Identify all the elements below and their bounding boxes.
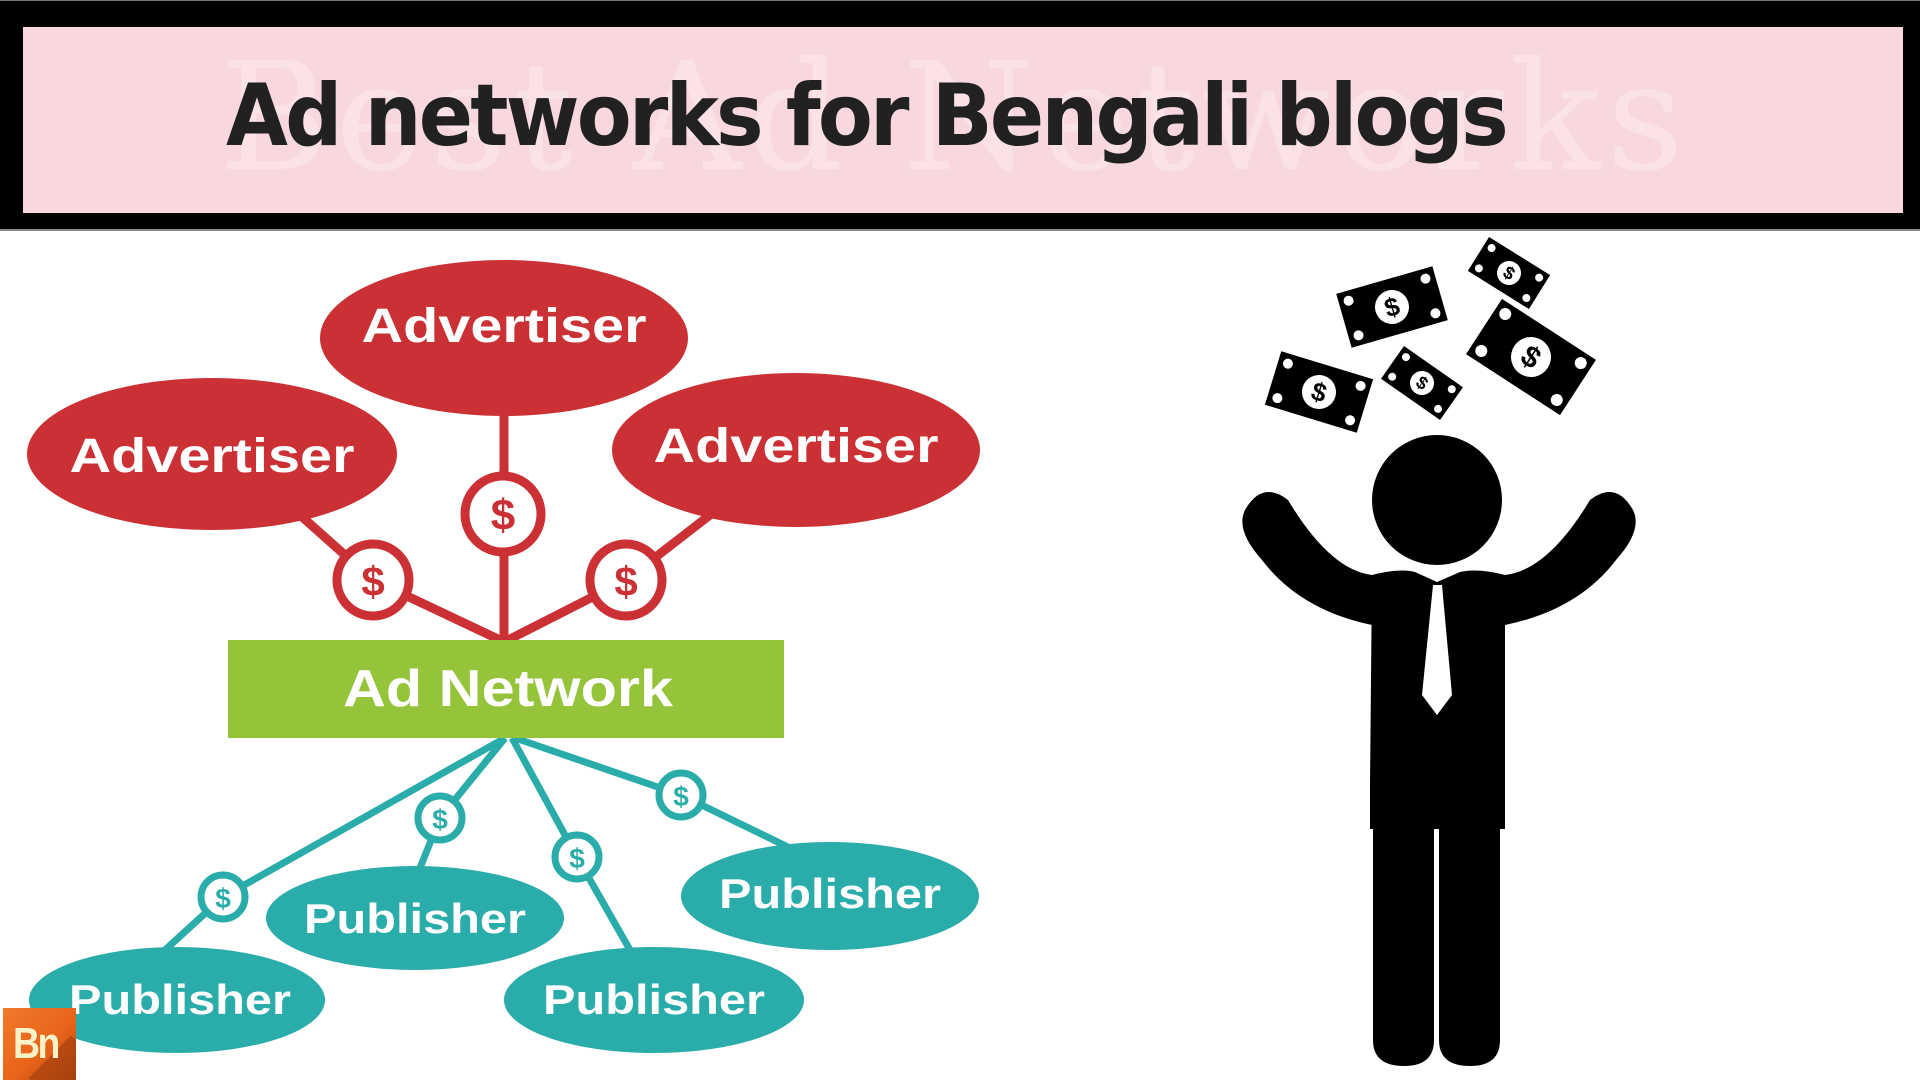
- publisher-node-middle-left: Publisher: [266, 866, 564, 970]
- advertiser-node-left: Advertiser: [27, 378, 397, 530]
- businessman-icon: [1242, 435, 1636, 1066]
- header-band: Best Ad Networks Ad networks for Bengali…: [0, 0, 1920, 231]
- publisher-label: Publisher: [719, 870, 941, 917]
- publisher-node-bottom-left: Publisher: [29, 947, 325, 1053]
- title-panel: Best Ad Networks Ad networks for Bengali…: [23, 27, 1903, 213]
- title-watermark: Best Ad Networks: [219, 31, 1690, 205]
- publisher-label: Publisher: [543, 976, 765, 1023]
- brand-logo: Bn: [3, 1008, 76, 1080]
- money-celebration-illustration: $ $ $ $ $: [1200, 231, 1720, 1080]
- svg-text:$: $: [491, 491, 515, 540]
- svg-text:$: $: [432, 804, 448, 835]
- dollar-bill-icon: $: [1336, 266, 1448, 348]
- advertiser-label: Advertiser: [362, 300, 647, 353]
- dollar-coin-icon: $: [414, 792, 466, 844]
- dollar-coin-icon: $: [332, 539, 414, 621]
- dollar-bill-icon: $: [1381, 345, 1463, 421]
- advertiser-label: Advertiser: [654, 420, 939, 473]
- dollar-coin-icon: $: [585, 539, 667, 621]
- svg-text:$: $: [361, 558, 384, 605]
- dollar-coin-icon: $: [460, 471, 546, 557]
- svg-text:$: $: [569, 843, 585, 874]
- svg-text:$: $: [614, 558, 637, 605]
- advertiser-node-right: Advertiser: [612, 373, 980, 527]
- publisher-node-bottom-right: Publisher: [504, 947, 804, 1053]
- svg-text:$: $: [215, 883, 231, 914]
- dollar-coin-icon: $: [655, 769, 707, 821]
- ad-network-diagram: Advertiser Advertiser Advertiser $ $ $: [0, 231, 1000, 1080]
- page-title: Ad networks for Bengali blogs: [226, 66, 1509, 166]
- dollar-bill-icon: $: [1264, 351, 1374, 433]
- dollar-coin-icon: $: [551, 831, 603, 883]
- advertiser-node-top: Advertiser: [320, 260, 688, 416]
- tie-icon: [1422, 585, 1452, 715]
- ad-network-label: Ad Network: [343, 660, 673, 718]
- svg-text:$: $: [673, 781, 689, 812]
- dollar-coin-icon: $: [197, 871, 249, 923]
- publisher-label: Publisher: [304, 895, 526, 942]
- dollar-bill-icon: $: [1466, 298, 1596, 416]
- publisher-label: Publisher: [69, 976, 291, 1023]
- logo-text: Bn: [13, 1019, 60, 1068]
- ad-network-hub: Ad Network: [228, 640, 784, 738]
- dollar-bill-icon: $: [1467, 236, 1551, 310]
- publisher-node-middle-right: Publisher: [681, 842, 979, 950]
- advertiser-label: Advertiser: [70, 430, 355, 483]
